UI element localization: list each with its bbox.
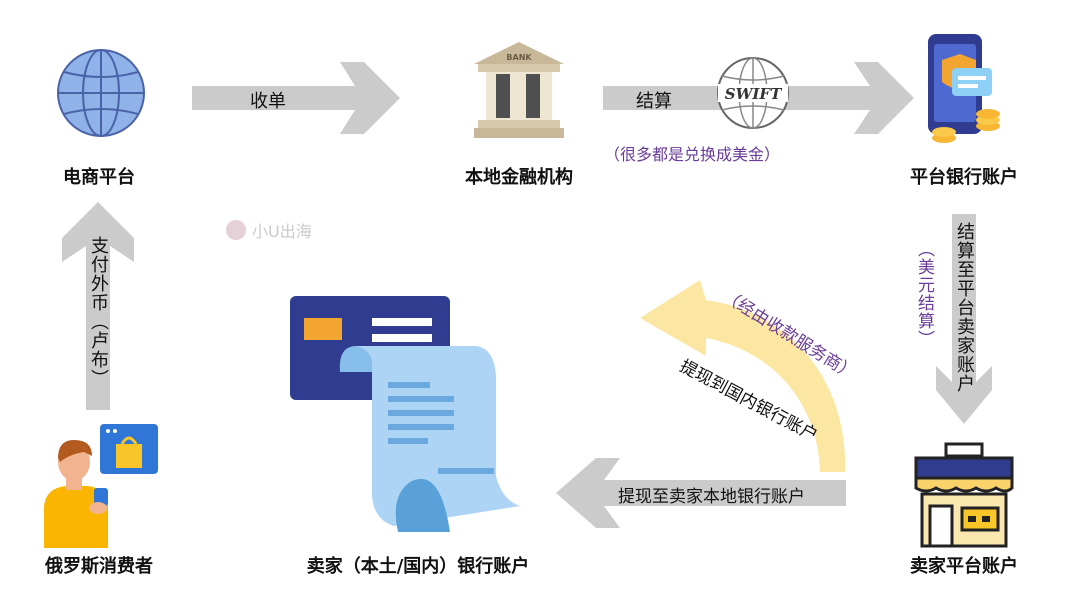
globe-icon [57,49,145,137]
edge-label-collect: 收单 [250,91,286,112]
watermark-text: 小U出海 [252,222,312,241]
node-russian-consumer: 俄罗斯消费者 [45,556,153,577]
watermark: 小U出海 [226,218,312,242]
edge-label-pay-foreign: 支付外币（卢布） [88,236,109,388]
swift-icon: SWIFT [717,57,789,129]
watermark-logo-icon [226,220,246,240]
storefront-icon [914,442,1014,548]
edge-label-settle-to-seller: 结算至平台卖家账户 [954,222,975,393]
node-local-financial-institution: 本地金融机构 [465,167,573,188]
node-platform-bank-account: 平台银行账户 [910,167,1018,188]
node-seller-bank-account: 卖家（本土/国内）银行账户 [306,556,530,577]
edge-label-withdraw-local: 提现至卖家本地银行账户 [618,487,805,507]
node-ecommerce-platform: 电商平台 [63,167,135,188]
phone-account-icon [928,34,1000,143]
bank-sign: BANK [506,53,532,62]
card-receipt-icon [290,296,520,532]
consumer-icon [44,424,158,548]
bank-icon: BANK [474,42,564,138]
edge-note-usd-settlement: （美元结算） [914,240,934,348]
edge-label-settle: 结算 [636,91,672,112]
edge-note-usd-exchange: （很多都是兑换成美金） [604,145,781,164]
swift-logo-text: SWIFT [725,85,783,103]
node-seller-platform-account: 卖家平台账户 [910,556,1018,577]
